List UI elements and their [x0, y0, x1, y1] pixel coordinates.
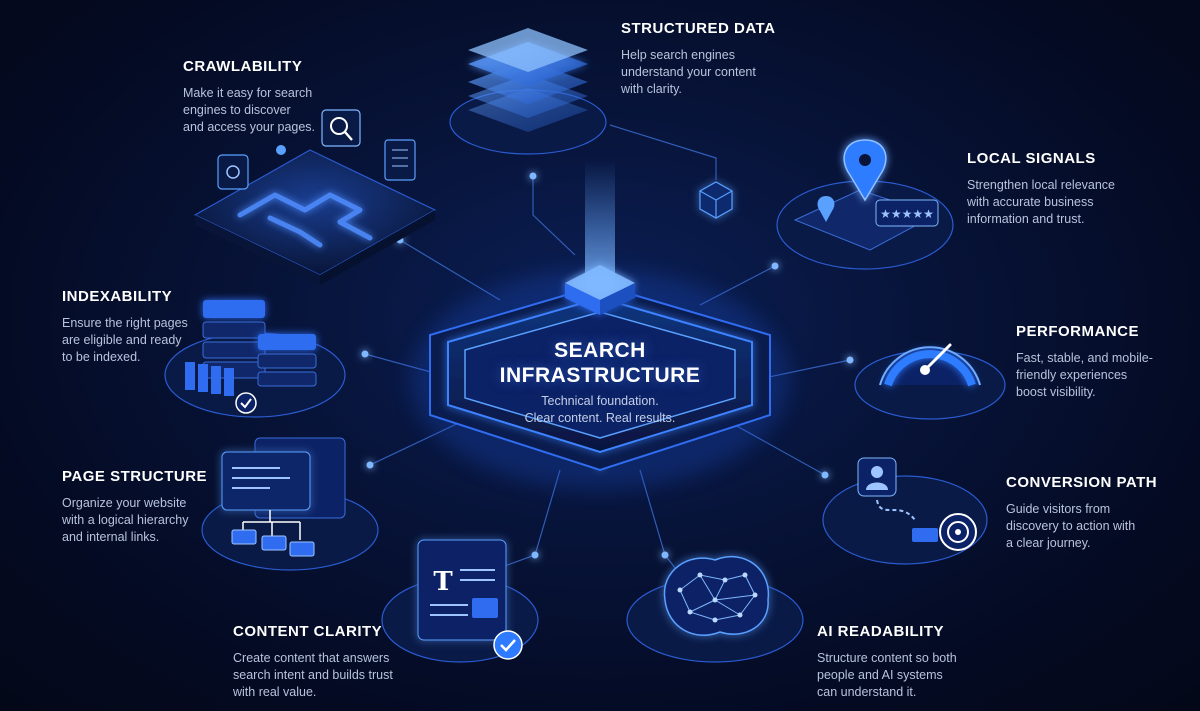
node-content-clarity: CONTENT CLARITY Create content that answ…: [233, 623, 393, 701]
map-pin-icon: ★★★★★: [776, 139, 954, 270]
connector-structured-data: [532, 176, 576, 256]
data-cube-icon: [699, 181, 733, 219]
node-title: PAGE STRUCTURE: [62, 468, 208, 485]
node-description: Make it easy for search engines to disco…: [183, 86, 316, 134]
connector-crawlability: [399, 239, 501, 301]
node-page-structure: PAGE STRUCTURE Organize your website wit…: [62, 468, 207, 546]
svg-text:★★★★★: ★★★★★: [880, 207, 934, 221]
node-description: Create content that answers search inten…: [233, 651, 393, 699]
dot: [661, 551, 669, 559]
central-hub: [410, 160, 790, 490]
spider-map-icon: [193, 109, 437, 285]
node-title: CRAWLABILITY: [183, 58, 303, 75]
node-crawlability: CRAWLABILITY Make it easy for search eng…: [183, 58, 315, 136]
connector-structured-data-2: [609, 124, 717, 180]
dot: [361, 350, 369, 358]
dot: [821, 471, 829, 479]
node-title: AI READABILITY: [817, 623, 944, 640]
dot: [771, 262, 779, 270]
node-title: STRUCTURED DATA: [621, 20, 776, 37]
dot: [531, 551, 539, 559]
dot: [366, 461, 374, 469]
document-check-icon: T: [381, 539, 539, 663]
dot: [846, 356, 854, 364]
node-performance: PERFORMANCE Fast, stable, and mobile- fr…: [1016, 323, 1153, 401]
node-local-signals: LOCAL SIGNALS Strengthen local relevance…: [967, 150, 1115, 228]
target-path-icon: [822, 457, 988, 565]
node-indexability: INDEXABILITY Ensure the right pages are …: [62, 288, 188, 366]
node-description: Fast, stable, and mobile- friendly exper…: [1016, 351, 1153, 399]
node-description: Structure content so both people and AI …: [817, 651, 957, 699]
svg-text:T: T: [433, 567, 453, 597]
node-description: Organize your website with a logical hie…: [62, 496, 189, 544]
node-description: Ensure the right pages are eligible and …: [62, 316, 188, 364]
node-conversion-path: CONVERSION PATH Guide visitors from disc…: [1006, 474, 1157, 552]
node-description: Guide visitors from discovery to action …: [1006, 502, 1136, 550]
hub-top: [464, 311, 736, 439]
node-title: INDEXABILITY: [62, 288, 173, 305]
hub-subtitle: Technical foundation. Clear content. Rea…: [524, 394, 676, 425]
node-title: CONVERSION PATH: [1006, 474, 1158, 491]
layers-stack-icon: [449, 28, 607, 155]
node-title: CONTENT CLARITY: [233, 623, 383, 640]
hub-title: SEARCH INFRASTRUCTURE: [499, 339, 701, 387]
node-description: Help search engines understand your cont…: [621, 48, 756, 96]
server-stack-icon: [164, 300, 346, 418]
node-structured-data: STRUCTURED DATA Help search engines unde…: [621, 20, 775, 98]
node-ai-readability: AI READABILITY Structure content so both…: [817, 623, 957, 701]
node-description: Strengthen local relevance with accurate…: [967, 178, 1116, 226]
speedometer-icon: [854, 343, 1006, 420]
dot: [529, 172, 537, 180]
node-title: PERFORMANCE: [1016, 323, 1140, 340]
node-title: LOCAL SIGNALS: [967, 150, 1096, 167]
hub-cube: [565, 265, 635, 315]
brain-network-icon: [626, 555, 804, 663]
sitemap-icon: [201, 437, 379, 571]
